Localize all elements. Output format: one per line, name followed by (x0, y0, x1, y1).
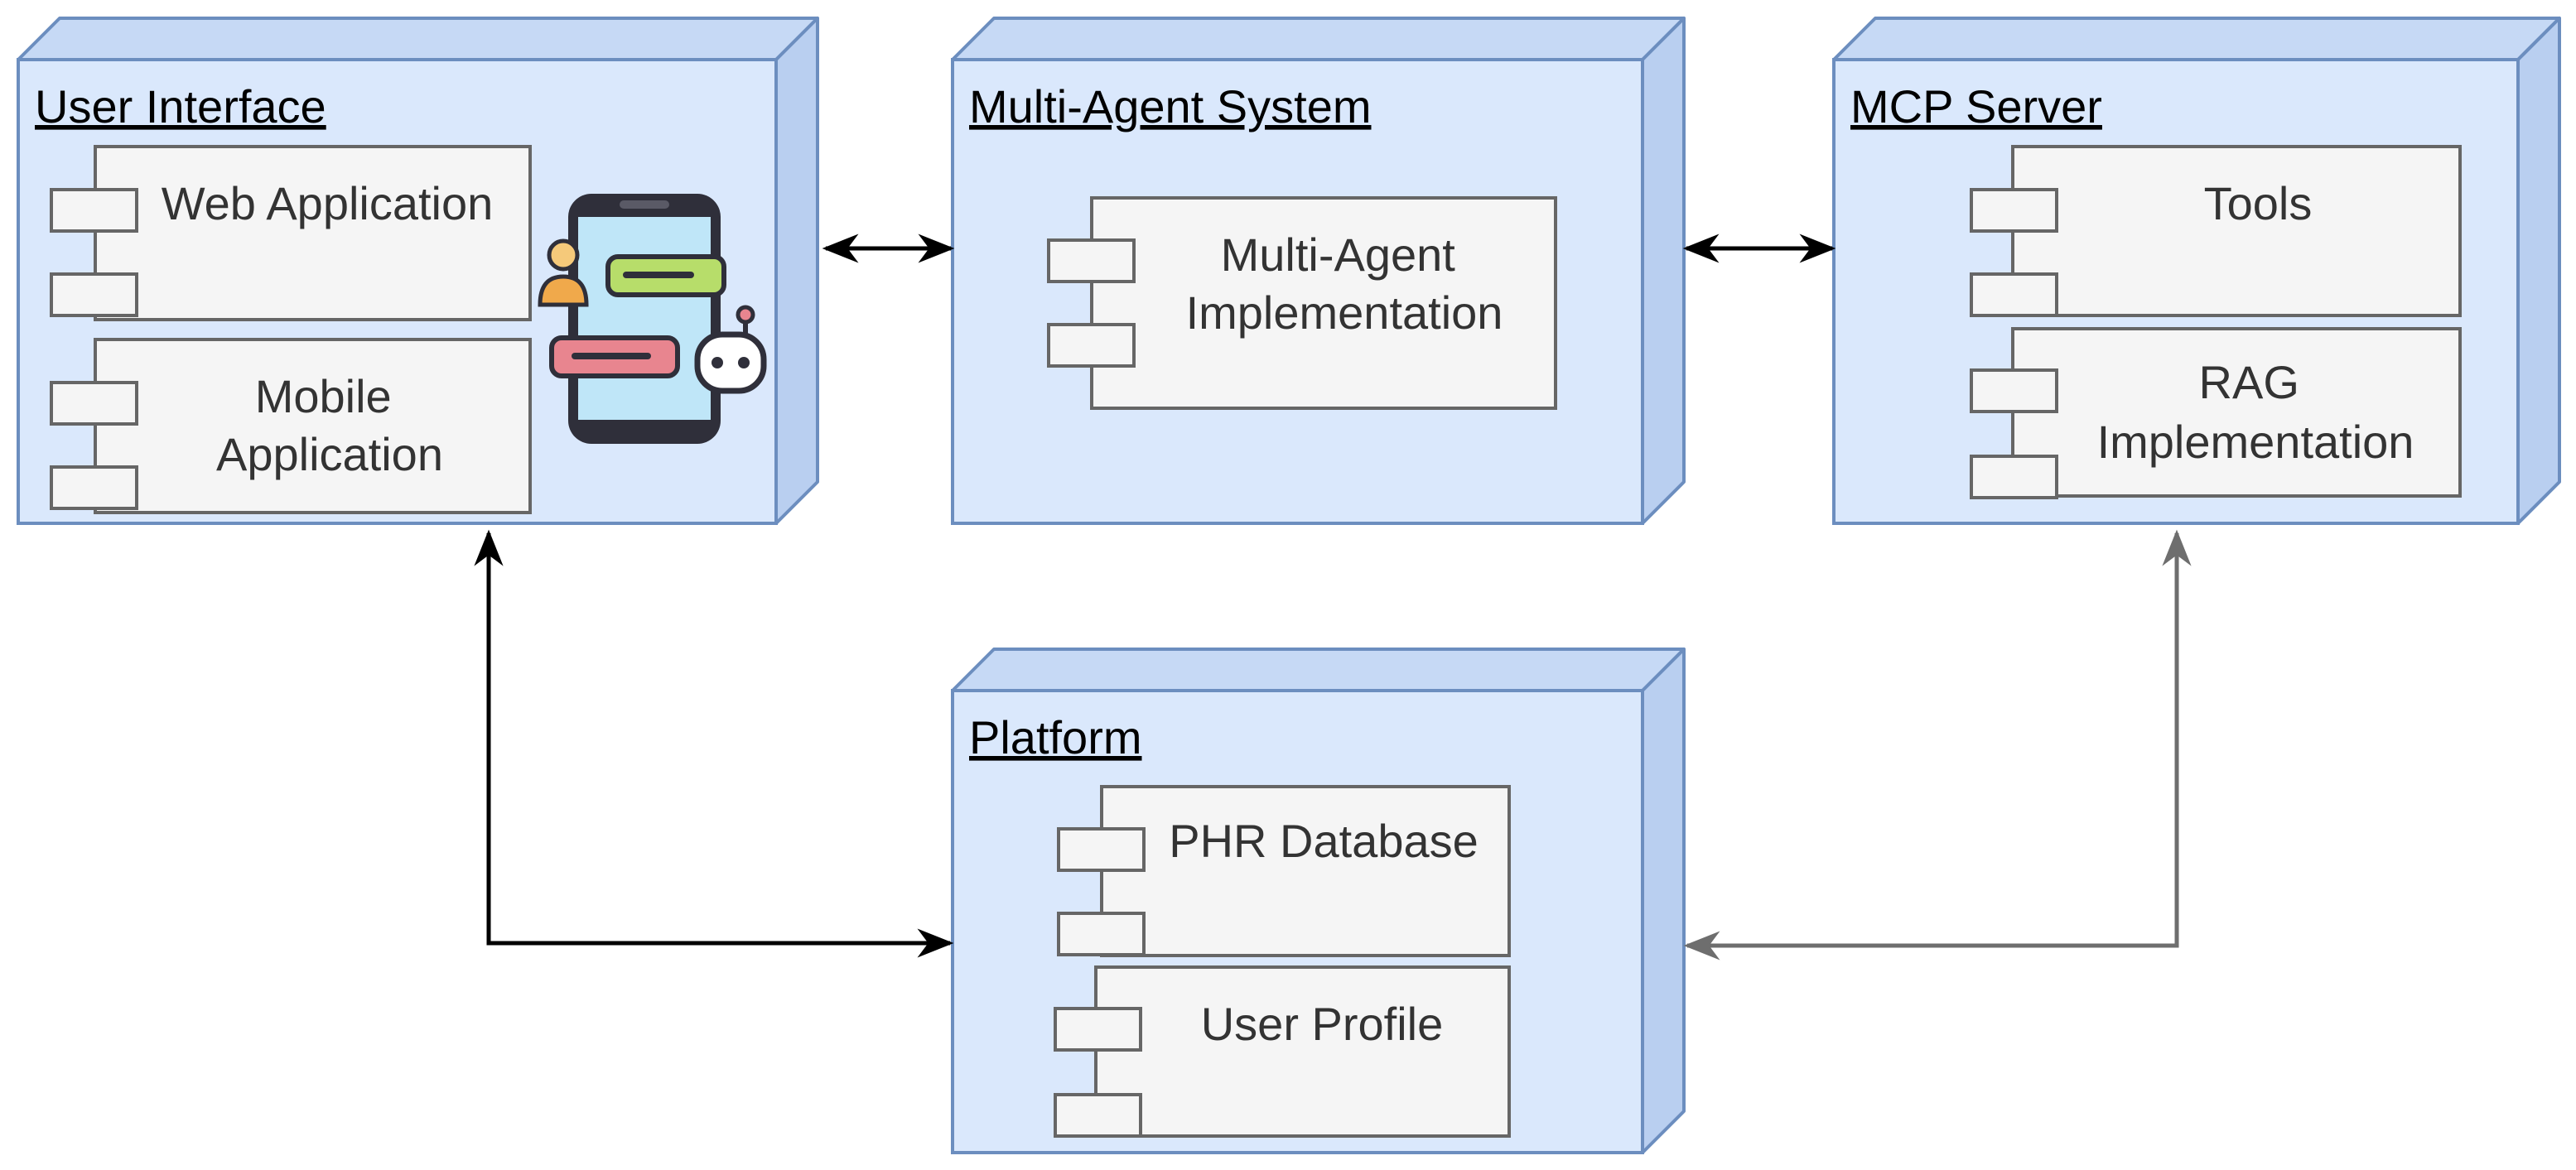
connector-mcp-to-platform (1683, 529, 2192, 961)
mobile-chat-icon (538, 194, 767, 444)
node-multi-agent-system: Multi-Agent System Multi-Agent Implement… (951, 17, 1686, 525)
connector-ui-to-platform (474, 529, 954, 958)
component-label-tools: Tools (2204, 177, 2313, 229)
component-label-rag-implementation: RAG Implementation (2097, 356, 2414, 468)
component-label-mobile-application: Mobile Application (216, 370, 443, 480)
component-phr-database: PHR Database (1057, 785, 1511, 957)
node-user-interface: User Interface Web Application Mobile Ap… (17, 17, 819, 525)
component-tools: Tools (1970, 145, 2462, 317)
component-multi-agent-implementation: Multi-Agent Implementation (1047, 196, 1557, 410)
component-web-application: Web Application (50, 145, 532, 321)
component-label-phr-database: PHR Database (1169, 815, 1479, 867)
component-user-profile: User Profile (1054, 965, 1511, 1138)
component-mobile-application: Mobile Application (50, 338, 532, 514)
node-platform: Platform PHR Database User Profile (951, 648, 1686, 1154)
component-label-web-application: Web Application (162, 177, 494, 229)
node-title-mcp-server: MCP Server (1850, 80, 2102, 132)
component-label-user-profile: User Profile (1201, 998, 1444, 1050)
component-rag-implementation: RAG Implementation (1970, 327, 2462, 499)
node-title-user-interface: User Interface (35, 80, 326, 132)
node-mcp-server: MCP Server Tools RAG Implementation (1832, 17, 2561, 525)
node-title-multi-agent-system: Multi-Agent System (969, 80, 1372, 132)
component-label-multi-agent-implementation: Multi-Agent Implementation (1186, 229, 1503, 339)
node-title-platform: Platform (969, 711, 1142, 763)
